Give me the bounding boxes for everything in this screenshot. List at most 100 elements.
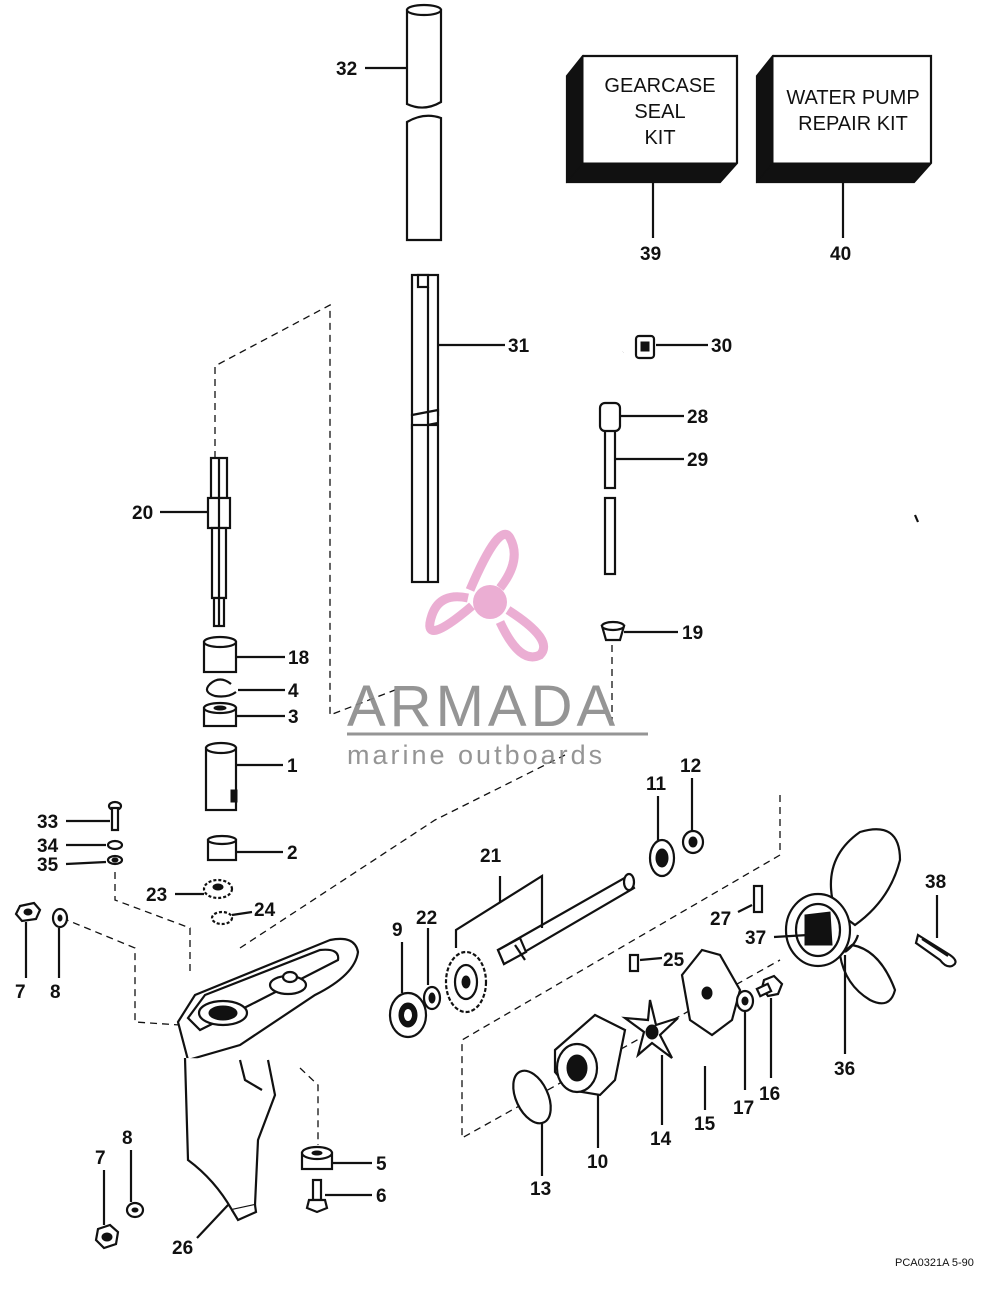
- callout-25: 25: [663, 950, 685, 971]
- callout-34: 34: [37, 836, 59, 857]
- callout-23: 23: [146, 885, 167, 906]
- o-ring-part-13: [512, 1069, 552, 1125]
- armada-watermark-logo: ARMADA marine outboards: [347, 529, 648, 770]
- callout-3: 3: [288, 707, 299, 728]
- callout-6: 6: [376, 1186, 387, 1207]
- callout-14: 14: [650, 1129, 672, 1150]
- callout-18: 18: [288, 648, 309, 669]
- shaft-part-20: [206, 456, 232, 628]
- screw-part-16: [755, 974, 784, 998]
- washer-part-8: [51, 907, 69, 929]
- dashed-assembly-left: [214, 303, 396, 716]
- callout-37: 37: [745, 928, 766, 949]
- leader-37: [773, 933, 809, 939]
- washer-part-8-lower: [125, 1201, 145, 1219]
- tube-part-32: [405, 3, 443, 242]
- callout-22: 22: [416, 908, 437, 929]
- gear-part-23: [202, 878, 234, 900]
- callout-8-upper: 8: [50, 982, 61, 1003]
- callout-8-lower: 8: [122, 1128, 133, 1149]
- propshaft-part-21: [496, 872, 636, 966]
- watermark-tagline: marine outboards: [347, 740, 605, 770]
- pin-part-25: [628, 953, 640, 973]
- callout-12: 12: [680, 756, 701, 777]
- callout-39: 39: [640, 244, 661, 265]
- callout-20: 20: [132, 503, 153, 524]
- dashed-7-8: [61, 917, 181, 1026]
- retaining-ring-part-4: [205, 678, 237, 698]
- housing-part-1: [204, 741, 238, 812]
- callout-4: 4: [288, 681, 299, 702]
- pump-kit-line-2: REPAIR KIT: [798, 113, 908, 135]
- propeller-part-36: [784, 828, 902, 1005]
- gearcase-part-26: [176, 937, 360, 1222]
- callout-7-upper: 7: [15, 982, 26, 1003]
- pump-kit-line-1: WATER PUMP: [786, 87, 919, 109]
- dashed-assembly-right: [461, 795, 781, 1140]
- nut-part-7-lower: [94, 1223, 120, 1250]
- callout-27: 27: [710, 909, 731, 930]
- nut-part-7: [14, 901, 42, 923]
- callout-35: 35: [37, 855, 59, 876]
- leader-24: [231, 910, 253, 917]
- callout-7-lower: 7: [95, 1148, 106, 1169]
- callout-38: 38: [925, 872, 946, 893]
- callout-16: 16: [759, 1084, 780, 1105]
- seal-kit-line-1: GEARCASE: [604, 75, 715, 97]
- callout-33: 33: [37, 812, 58, 833]
- seal-kit-line-2: SEAL: [634, 101, 685, 123]
- leader-27: [737, 904, 753, 913]
- watermark-brand: ARMADA: [347, 674, 619, 739]
- callout-13: 13: [530, 1179, 551, 1200]
- leader-35: [65, 860, 107, 866]
- seal-part-12: [681, 829, 705, 855]
- dashed-33-35: [114, 872, 191, 975]
- impeller-part-14: [621, 999, 679, 1059]
- callout-28: 28: [687, 407, 708, 428]
- callout-21: 21: [480, 846, 502, 867]
- washer-part-17: [735, 989, 755, 1013]
- grommet-part-30: [634, 334, 656, 360]
- figure-code: PCA0321A 5-90: [895, 1257, 974, 1269]
- washer-part-34: [106, 839, 124, 851]
- dashed-gearcase-top: [239, 754, 566, 949]
- cover-plate-part-15: [680, 948, 742, 1037]
- seal-kit-line-3: KIT: [644, 127, 675, 149]
- clip-part-24: [210, 910, 234, 926]
- callout-1: 1: [287, 756, 298, 777]
- callout-31: 31: [508, 336, 530, 357]
- stray-mark: [913, 514, 920, 523]
- propeller-logo-icon: [425, 529, 549, 662]
- seal-part-3: [202, 701, 238, 728]
- driveshaft-part-31: [410, 273, 440, 584]
- water-tube-part-29: [603, 350, 625, 576]
- callout-24: 24: [254, 900, 276, 921]
- callout-9: 9: [392, 920, 403, 941]
- mount-part-5: [300, 1145, 334, 1171]
- callout-32: 32: [336, 59, 357, 80]
- bearing-part-11: [648, 838, 676, 878]
- cotter-pin-part-38: [914, 933, 957, 968]
- screw-part-6: [305, 1178, 329, 1214]
- callout-29: 29: [687, 450, 708, 471]
- callout-26: 26: [172, 1238, 193, 1259]
- callout-15: 15: [694, 1114, 716, 1135]
- bearing-part-9: [388, 991, 428, 1039]
- screw-part-33: [107, 800, 123, 832]
- callout-10: 10: [587, 1152, 608, 1173]
- water-pump-repair-kit-box: WATER PUMP REPAIR KIT: [755, 54, 933, 184]
- washer-part-35: [106, 854, 124, 866]
- callout-11: 11: [646, 774, 667, 795]
- dashed-5-6: [299, 1067, 319, 1145]
- pump-housing-part-10: [553, 1013, 627, 1097]
- grommet-part-19: [600, 620, 626, 642]
- callout-40: 40: [830, 244, 851, 265]
- leader-26: [196, 1204, 229, 1239]
- callout-17: 17: [733, 1098, 754, 1119]
- bearing-part-2: [206, 834, 238, 862]
- gear-part-21: [444, 950, 488, 1014]
- pin-part-27: [752, 884, 764, 914]
- callout-2: 2: [287, 843, 298, 864]
- callout-30: 30: [711, 336, 732, 357]
